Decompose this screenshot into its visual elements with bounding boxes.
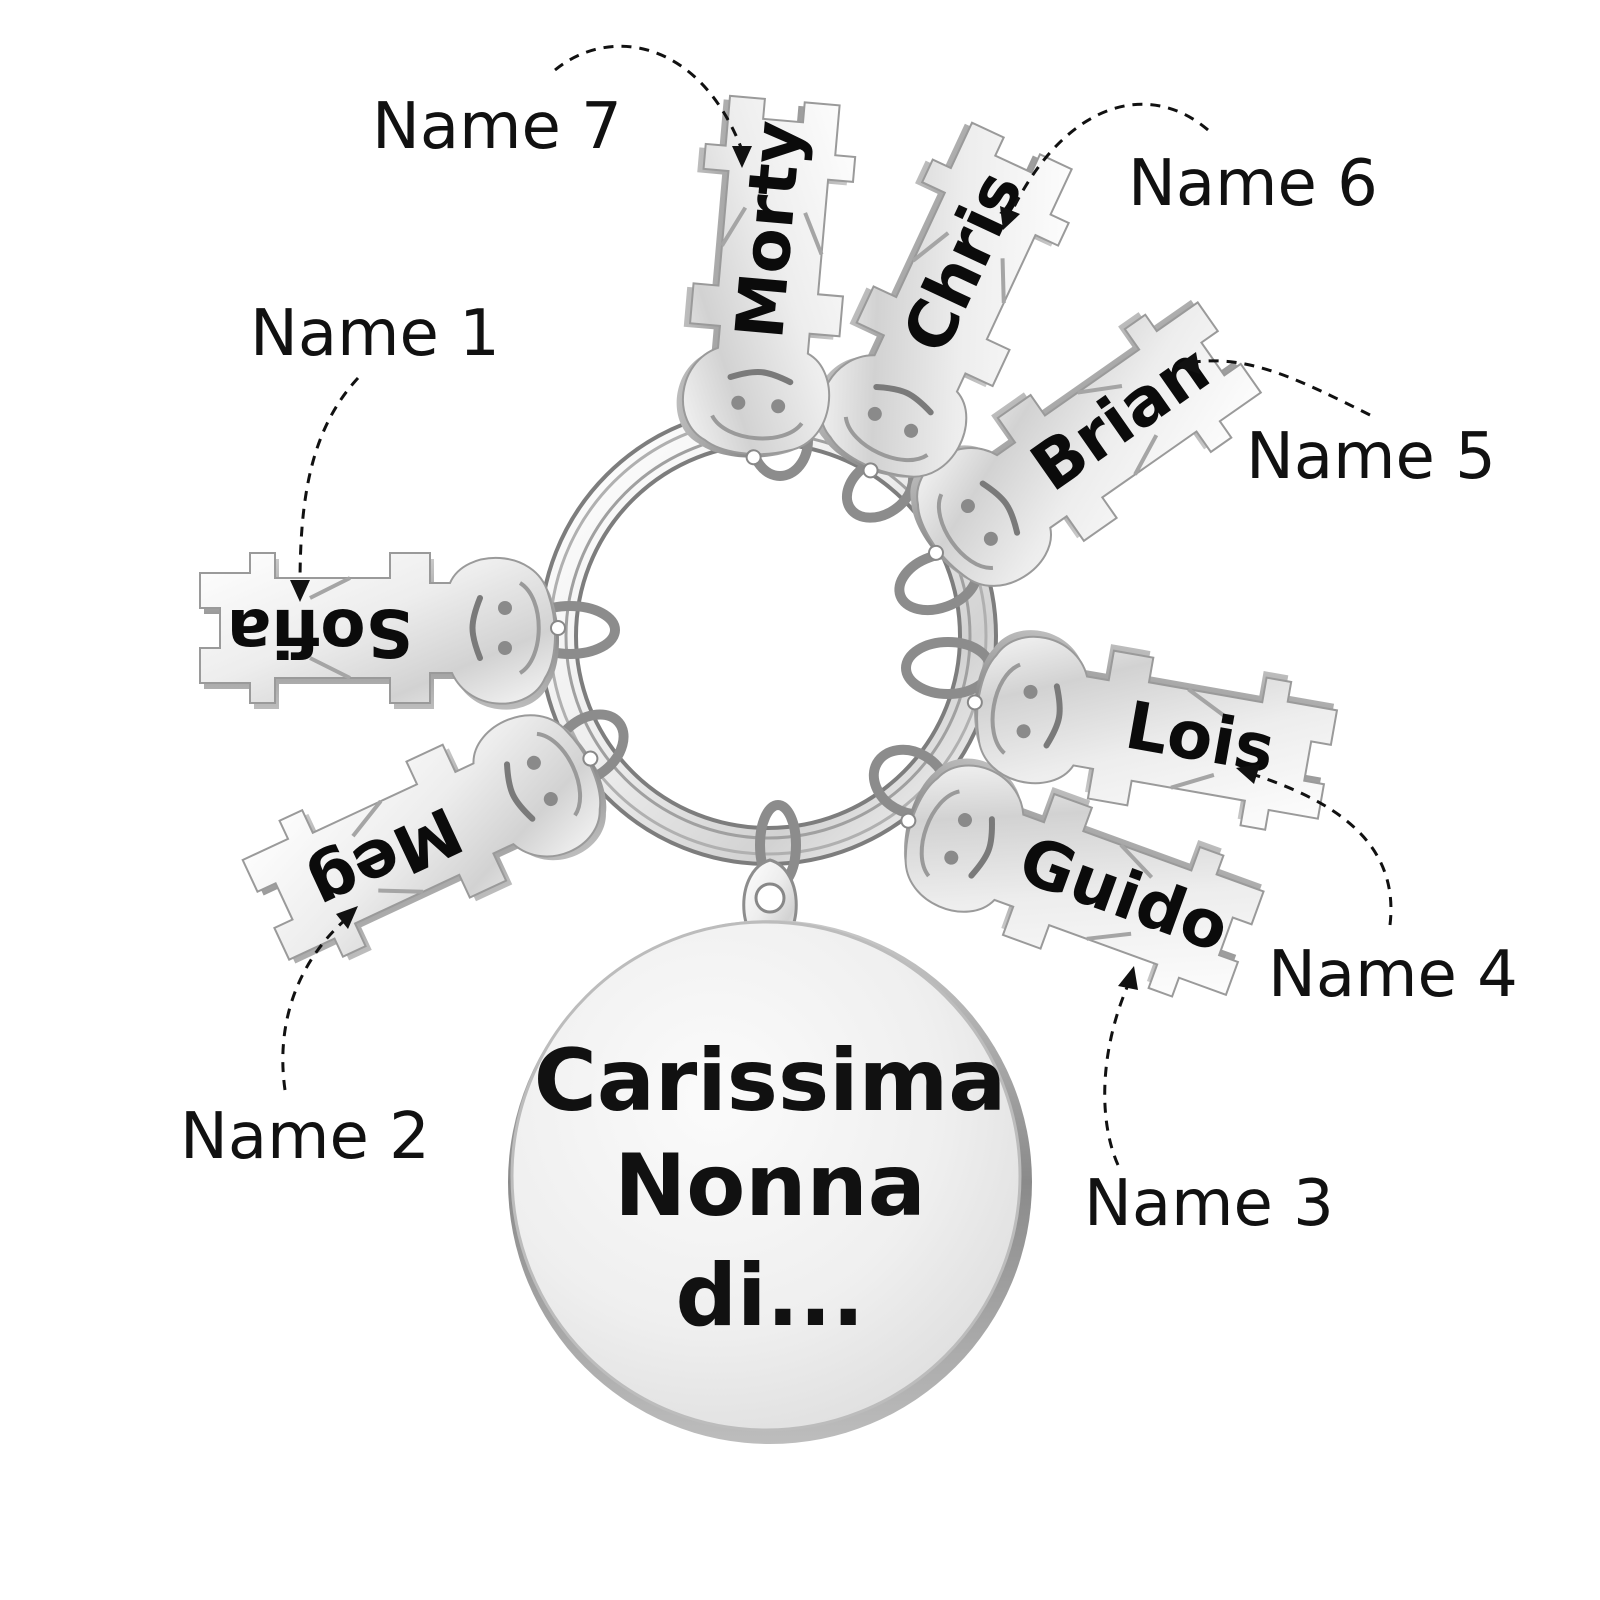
- charm-name-sofia: Sofia: [227, 594, 413, 671]
- pendant-line-1: Carissima: [534, 1031, 1007, 1131]
- callout-name-5: Name 5: [1246, 420, 1496, 494]
- round-pendant: Carissima Nonna di...: [508, 858, 1032, 1444]
- callout-name-7: Name 7: [372, 90, 622, 164]
- pendant-line-3: di...: [675, 1246, 864, 1346]
- callout-name-2: Name 2: [180, 1100, 430, 1174]
- leader-lines: [281, 44, 1393, 1166]
- callout-name-6: Name 6: [1128, 147, 1378, 221]
- callout-name-1: Name 1: [250, 297, 500, 371]
- callout-name-3: Name 3: [1084, 1167, 1334, 1241]
- charm-sofia: Sofia: [200, 553, 565, 710]
- callout-name-4: Name 4: [1268, 938, 1518, 1012]
- pendant-line-2: Nonna: [614, 1136, 926, 1236]
